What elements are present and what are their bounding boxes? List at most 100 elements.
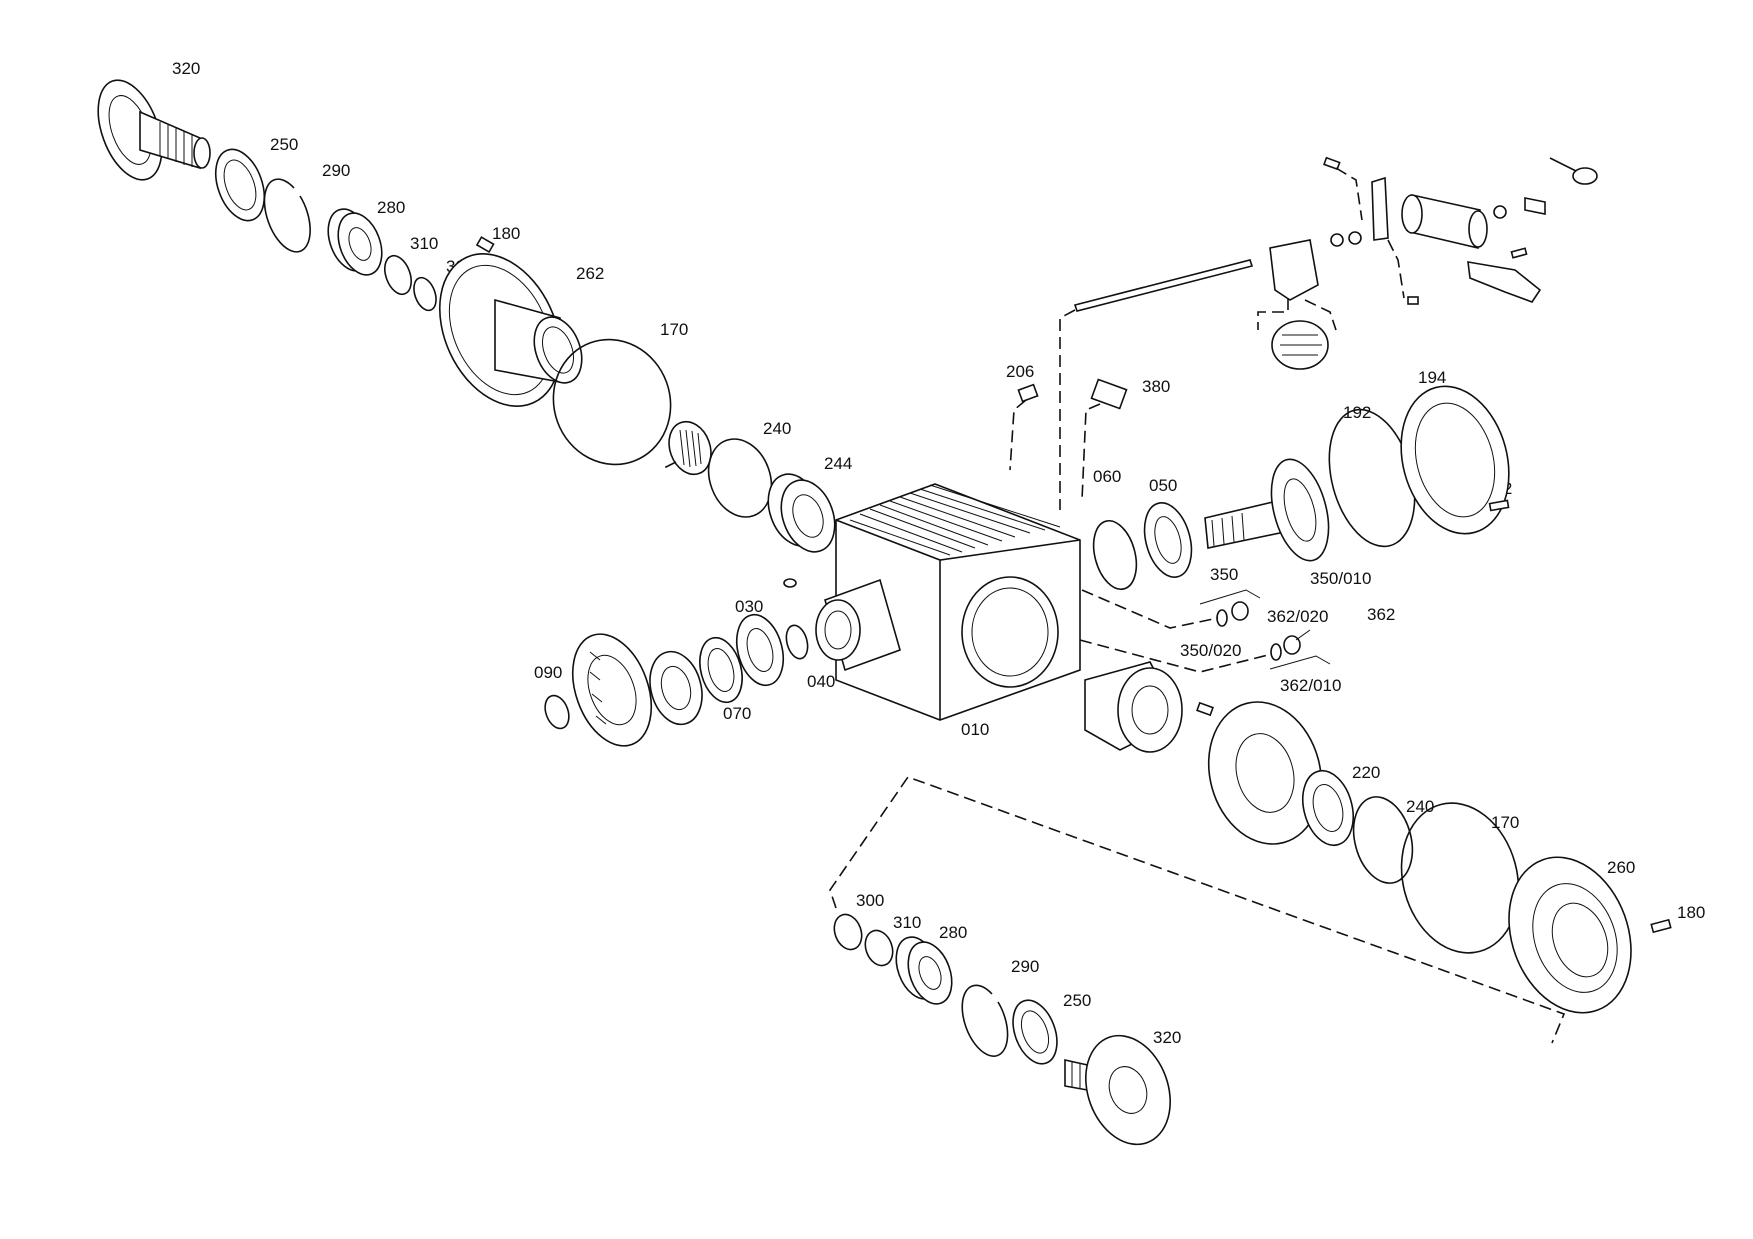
label-350-010: 350/010 [1310, 569, 1371, 588]
cover-194 [1400, 385, 1510, 535]
label-220: 220 [1352, 763, 1380, 782]
leader-lever-top [1335, 167, 1363, 221]
label-040: 040 [807, 672, 835, 691]
plug-362 [1269, 635, 1331, 670]
plug-350 [1199, 589, 1261, 627]
seal-250-lower [1012, 999, 1058, 1065]
label-170-lower: 170 [1491, 813, 1519, 832]
ring-300-lower [833, 913, 863, 951]
bolt-180-upper [475, 236, 495, 254]
label-192: 192 [1343, 403, 1371, 422]
housing-cover-260 [1508, 856, 1632, 1014]
screws-shift [1323, 156, 1528, 305]
leader-206 [1009, 399, 1027, 471]
seal-250-upper [214, 148, 266, 222]
bearing-030 [735, 613, 785, 687]
label-050: 050 [1149, 476, 1177, 495]
ring-240-upper [707, 438, 773, 518]
snap-ring-290-upper [263, 178, 311, 253]
axle-housing-010 [815, 483, 1081, 721]
bracket-part [1467, 261, 1542, 303]
bearing-280-lower [895, 936, 953, 1005]
o-ring-170-upper [552, 338, 672, 466]
leader-lever-bottom [1387, 239, 1405, 299]
bolt-180-lower [1650, 918, 1672, 934]
leader-380 [1081, 403, 1101, 501]
label-090: 090 [534, 663, 562, 682]
label-350: 350 [1210, 565, 1238, 584]
snap-ring-290-lower [961, 984, 1009, 1057]
breather-206 [1017, 383, 1039, 403]
bearing-280-upper [327, 208, 383, 276]
label-244: 244 [824, 454, 852, 473]
label-240-upper: 240 [763, 419, 791, 438]
leader-misc [659, 461, 677, 471]
label-030: 030 [735, 597, 763, 616]
label-320-upper: 320 [172, 59, 200, 78]
label-320-lower: 320 [1153, 1028, 1181, 1047]
nut-090 [544, 694, 570, 730]
label-240-lower: 240 [1406, 797, 1434, 816]
switch-part [1493, 197, 1546, 219]
gear-090 [571, 633, 653, 747]
leader-350 [1081, 589, 1219, 629]
label-194: 194 [1418, 368, 1446, 387]
label-250-lower: 250 [1063, 991, 1091, 1010]
ring-310-upper [384, 254, 412, 296]
shift-lever [1330, 176, 1389, 247]
ring-240-lower [1352, 796, 1414, 884]
bearing-244 [767, 473, 836, 553]
bearing-220 [1302, 769, 1354, 847]
label-070: 070 [723, 704, 751, 723]
label-290-upper: 290 [322, 161, 350, 180]
output-flange-320-upper [97, 79, 211, 181]
shift-fork [1269, 239, 1319, 301]
label-362-020: 362/020 [1267, 607, 1328, 626]
leader-fork-left [1257, 298, 1289, 330]
bearing-070 [699, 636, 743, 704]
leader-rod [1059, 309, 1076, 510]
diff-spider-part [668, 420, 712, 476]
label-290-lower: 290 [1011, 957, 1039, 976]
label-300-lower: 300 [856, 891, 884, 910]
plate-380 [1090, 378, 1128, 410]
sensor-part [1549, 157, 1598, 185]
label-170-upper: 170 [660, 320, 688, 339]
washer-part [649, 650, 703, 726]
pin-small [1196, 701, 1214, 717]
label-180-upper: 180 [492, 224, 520, 243]
bolt-small-housing [783, 578, 797, 588]
ring-310-lower [864, 929, 894, 967]
leader-362 [1079, 639, 1273, 673]
label-260: 260 [1607, 858, 1635, 877]
leader-lower-group [829, 776, 1566, 1044]
ring-040 [785, 624, 809, 660]
ring-gear [1207, 701, 1323, 845]
bearing-050 [1143, 502, 1193, 578]
ring-300-upper [413, 276, 437, 312]
pinion-shaft [1204, 458, 1330, 562]
label-362: 362 [1367, 605, 1395, 624]
label-250-upper: 250 [270, 135, 298, 154]
label-180-lower: 180 [1677, 903, 1705, 922]
label-380: 380 [1142, 377, 1170, 396]
label-206: 206 [1006, 362, 1034, 381]
label-362-010: 362/010 [1280, 676, 1341, 695]
label-310-lower: 310 [893, 913, 921, 932]
label-280-upper: 280 [377, 198, 405, 217]
leader-fork-right [1304, 299, 1337, 331]
shift-gear-cluster [1271, 320, 1329, 370]
leader-362-label [1295, 629, 1311, 641]
label-310-upper: 310 [410, 234, 438, 253]
bolt-162 [1488, 499, 1510, 512]
shift-rod [1073, 259, 1254, 312]
label-060: 060 [1093, 467, 1121, 486]
o-ring-170-lower [1400, 802, 1520, 954]
label-010: 010 [961, 720, 989, 739]
label-350-020: 350/020 [1180, 641, 1241, 660]
label-280-lower: 280 [939, 923, 967, 942]
label-262: 262 [576, 264, 604, 283]
housing-cover-262 [438, 253, 583, 407]
